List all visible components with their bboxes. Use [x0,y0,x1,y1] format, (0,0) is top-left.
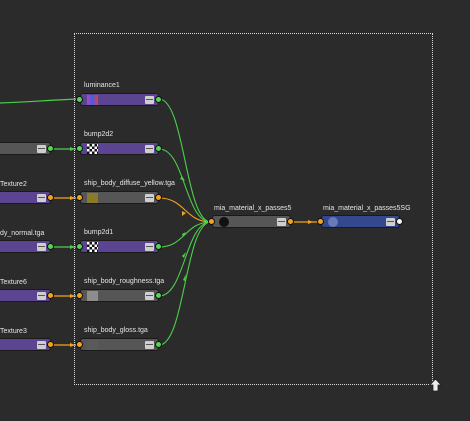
selection-marquee [74,33,433,385]
node-mia-material[interactable] [212,215,291,228]
node-texture6[interactable] [0,289,51,302]
node-menu-icon[interactable] [145,96,154,104]
output-port[interactable] [155,292,162,299]
node-label-texture2: Texture2 [0,181,27,188]
output-port[interactable] [47,243,54,250]
node-shading-group[interactable] [321,215,400,228]
node-roughness-texture[interactable] [80,289,159,302]
node-menu-icon[interactable] [37,292,46,300]
offscreen-node-1[interactable] [0,142,51,155]
node-gloss-texture[interactable] [80,338,159,351]
node-label-shading-group: mia_material_x_passes5SG [323,205,411,212]
node-menu-icon[interactable] [37,243,46,251]
input-port[interactable] [76,145,83,152]
node-label-texture3: Texture3 [0,328,27,335]
output-port[interactable] [396,218,403,225]
output-port[interactable] [155,96,162,103]
frame-selection-icon[interactable] [429,378,442,392]
input-port[interactable] [208,218,215,225]
node-menu-icon[interactable] [145,292,154,300]
material-sphere-icon [219,217,229,227]
node-diffuse-texture[interactable] [80,191,159,204]
node-bump2d2[interactable] [80,142,159,155]
output-port[interactable] [47,194,54,201]
output-port[interactable] [287,218,294,225]
input-port[interactable] [76,292,83,299]
node-texture3[interactable] [0,338,51,351]
node-menu-icon[interactable] [37,145,46,153]
node-menu-icon[interactable] [37,194,46,202]
output-port[interactable] [47,341,54,348]
output-port[interactable] [155,194,162,201]
node-luminance1[interactable] [80,93,159,106]
node-menu-icon[interactable] [145,341,154,349]
output-port[interactable] [155,145,162,152]
node-label-material: mia_material_x_passes5 [214,205,292,212]
node-label-gloss: ship_body_gloss.tga [84,327,148,334]
node-menu-icon[interactable] [386,218,395,226]
node-menu-icon[interactable] [277,218,286,226]
input-port[interactable] [76,243,83,250]
node-menu-icon[interactable] [145,243,154,251]
node-texture2[interactable] [0,191,51,204]
input-port[interactable] [76,194,83,201]
node-menu-icon[interactable] [37,341,46,349]
output-port[interactable] [47,292,54,299]
output-port[interactable] [155,341,162,348]
input-port[interactable] [317,218,324,225]
node-label-luminance1: luminance1 [84,82,120,89]
texture-swatch-icon [87,291,98,301]
input-port[interactable] [76,341,83,348]
node-menu-icon[interactable] [145,145,154,153]
node-label-roughness: ship_body_roughness.tga [84,278,165,285]
node-label-normal: dy_normal.tga [0,230,45,237]
node-normal-texture[interactable] [0,240,51,253]
node-label-diffuse: ship_body_diffuse_yellow.tga [84,180,175,187]
texture-swatch-icon [87,340,98,350]
node-bump2d1[interactable] [80,240,159,253]
output-port[interactable] [155,243,162,250]
shading-group-icon [328,217,338,227]
node-label-bump2d2: bump2d2 [84,131,114,138]
node-label-texture6: Texture6 [0,279,27,286]
checker-swatch-icon [87,242,98,252]
checker-swatch-icon [87,144,98,154]
node-menu-icon[interactable] [145,194,154,202]
luminance-swatch-icon [87,95,98,105]
node-label-bump2d1: bump2d1 [84,229,114,236]
texture-swatch-icon [87,193,98,203]
input-port[interactable] [76,96,83,103]
output-port[interactable] [47,145,54,152]
